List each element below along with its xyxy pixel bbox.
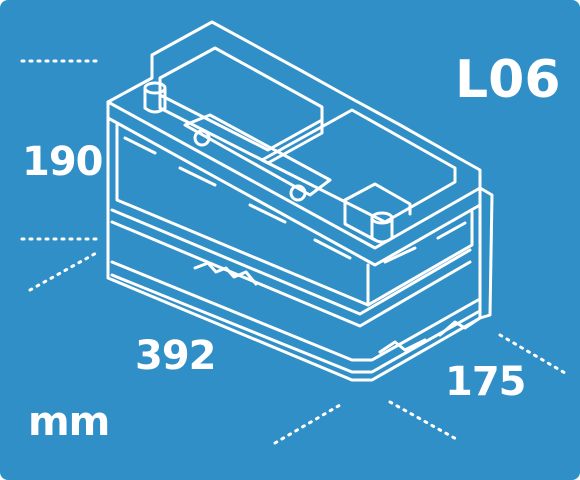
width-value: 175 <box>445 359 526 405</box>
unit-label: mm <box>28 399 110 445</box>
battery-lid-details <box>143 46 457 244</box>
width-guide-right <box>498 333 567 375</box>
model-code: L06 <box>455 50 561 110</box>
height-value: 190 <box>22 139 103 185</box>
length-value: 392 <box>135 333 216 379</box>
battery-body <box>106 20 494 382</box>
battery-lid <box>106 20 482 250</box>
length-guide-left <box>28 250 100 292</box>
length-guide-right <box>273 403 342 445</box>
width-guide-left <box>388 400 460 442</box>
battery-case <box>106 116 482 382</box>
dimension-guides <box>20 59 567 445</box>
